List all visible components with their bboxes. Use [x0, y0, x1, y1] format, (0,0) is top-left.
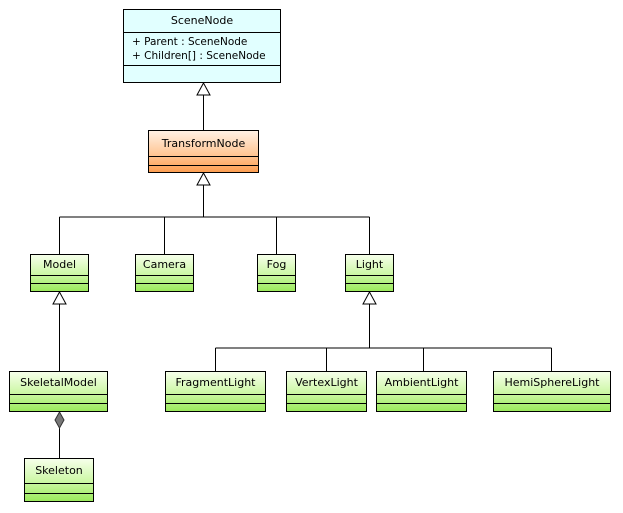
class-name: HemiSphereLight	[504, 376, 600, 389]
class-attributes	[287, 394, 366, 403]
class-attributes	[31, 275, 88, 283]
class-name: Model	[42, 258, 77, 271]
class-methods	[10, 403, 107, 411]
attribute: + Children[] : SceneNode	[132, 50, 266, 62]
class-name: AmbientLight	[384, 376, 459, 389]
class-ambientlight[interactable]: AmbientLight	[376, 371, 467, 412]
class-methods	[136, 283, 193, 291]
class-fragmentlight[interactable]: FragmentLight	[165, 371, 266, 412]
class-methods	[258, 283, 295, 291]
class-name: FragmentLight	[175, 376, 256, 389]
class-name: Light	[355, 258, 384, 271]
class-vertexlight[interactable]: VertexLight	[286, 371, 367, 412]
class-light[interactable]: Light	[345, 254, 394, 292]
class-methods	[494, 403, 610, 411]
class-methods	[166, 403, 265, 411]
class-methods	[31, 283, 88, 291]
class-name: TransformNode	[161, 137, 246, 150]
class-hemispherelight[interactable]: HemiSphereLight	[493, 371, 611, 412]
class-attributes	[494, 394, 610, 403]
class-methods	[25, 493, 93, 501]
class-scenenode[interactable]: SceneNode + Parent : SceneNode + Childre…	[123, 9, 281, 83]
class-methods	[377, 403, 466, 411]
composition-diamond	[54, 410, 65, 430]
class-attributes	[258, 275, 295, 283]
class-name: VertexLight	[295, 376, 358, 389]
class-methods	[287, 403, 366, 411]
class-methods	[124, 65, 280, 72]
class-transformnode[interactable]: TransformNode	[148, 130, 259, 173]
attribute: + Parent : SceneNode	[132, 36, 248, 48]
class-skeletalmodel[interactable]: SkeletalModel	[9, 371, 108, 412]
class-methods	[346, 283, 393, 291]
class-attributes	[136, 275, 193, 283]
class-attributes	[10, 394, 107, 403]
class-attributes	[149, 156, 258, 165]
class-skeleton[interactable]: Skeleton	[24, 458, 94, 502]
generalization-arrowhead	[196, 171, 211, 186]
generalization-arrowhead	[196, 81, 211, 96]
class-name: Fog	[266, 258, 287, 271]
generalization-arrowhead	[52, 290, 67, 305]
class-attributes: + Parent : SceneNode + Children[] : Scen…	[124, 32, 280, 65]
class-attributes	[25, 483, 93, 493]
class-fog[interactable]: Fog	[257, 254, 296, 292]
class-methods	[149, 165, 258, 172]
class-name: Camera	[142, 258, 187, 271]
class-attributes	[377, 394, 466, 403]
class-attributes	[346, 275, 393, 283]
class-name: SceneNode	[170, 14, 234, 27]
class-attributes	[166, 394, 265, 403]
class-name: SkeletalModel	[20, 376, 97, 389]
class-model[interactable]: Model	[30, 254, 89, 292]
class-name: Skeleton	[35, 464, 83, 477]
class-camera[interactable]: Camera	[135, 254, 194, 292]
generalization-arrowhead	[362, 290, 377, 305]
